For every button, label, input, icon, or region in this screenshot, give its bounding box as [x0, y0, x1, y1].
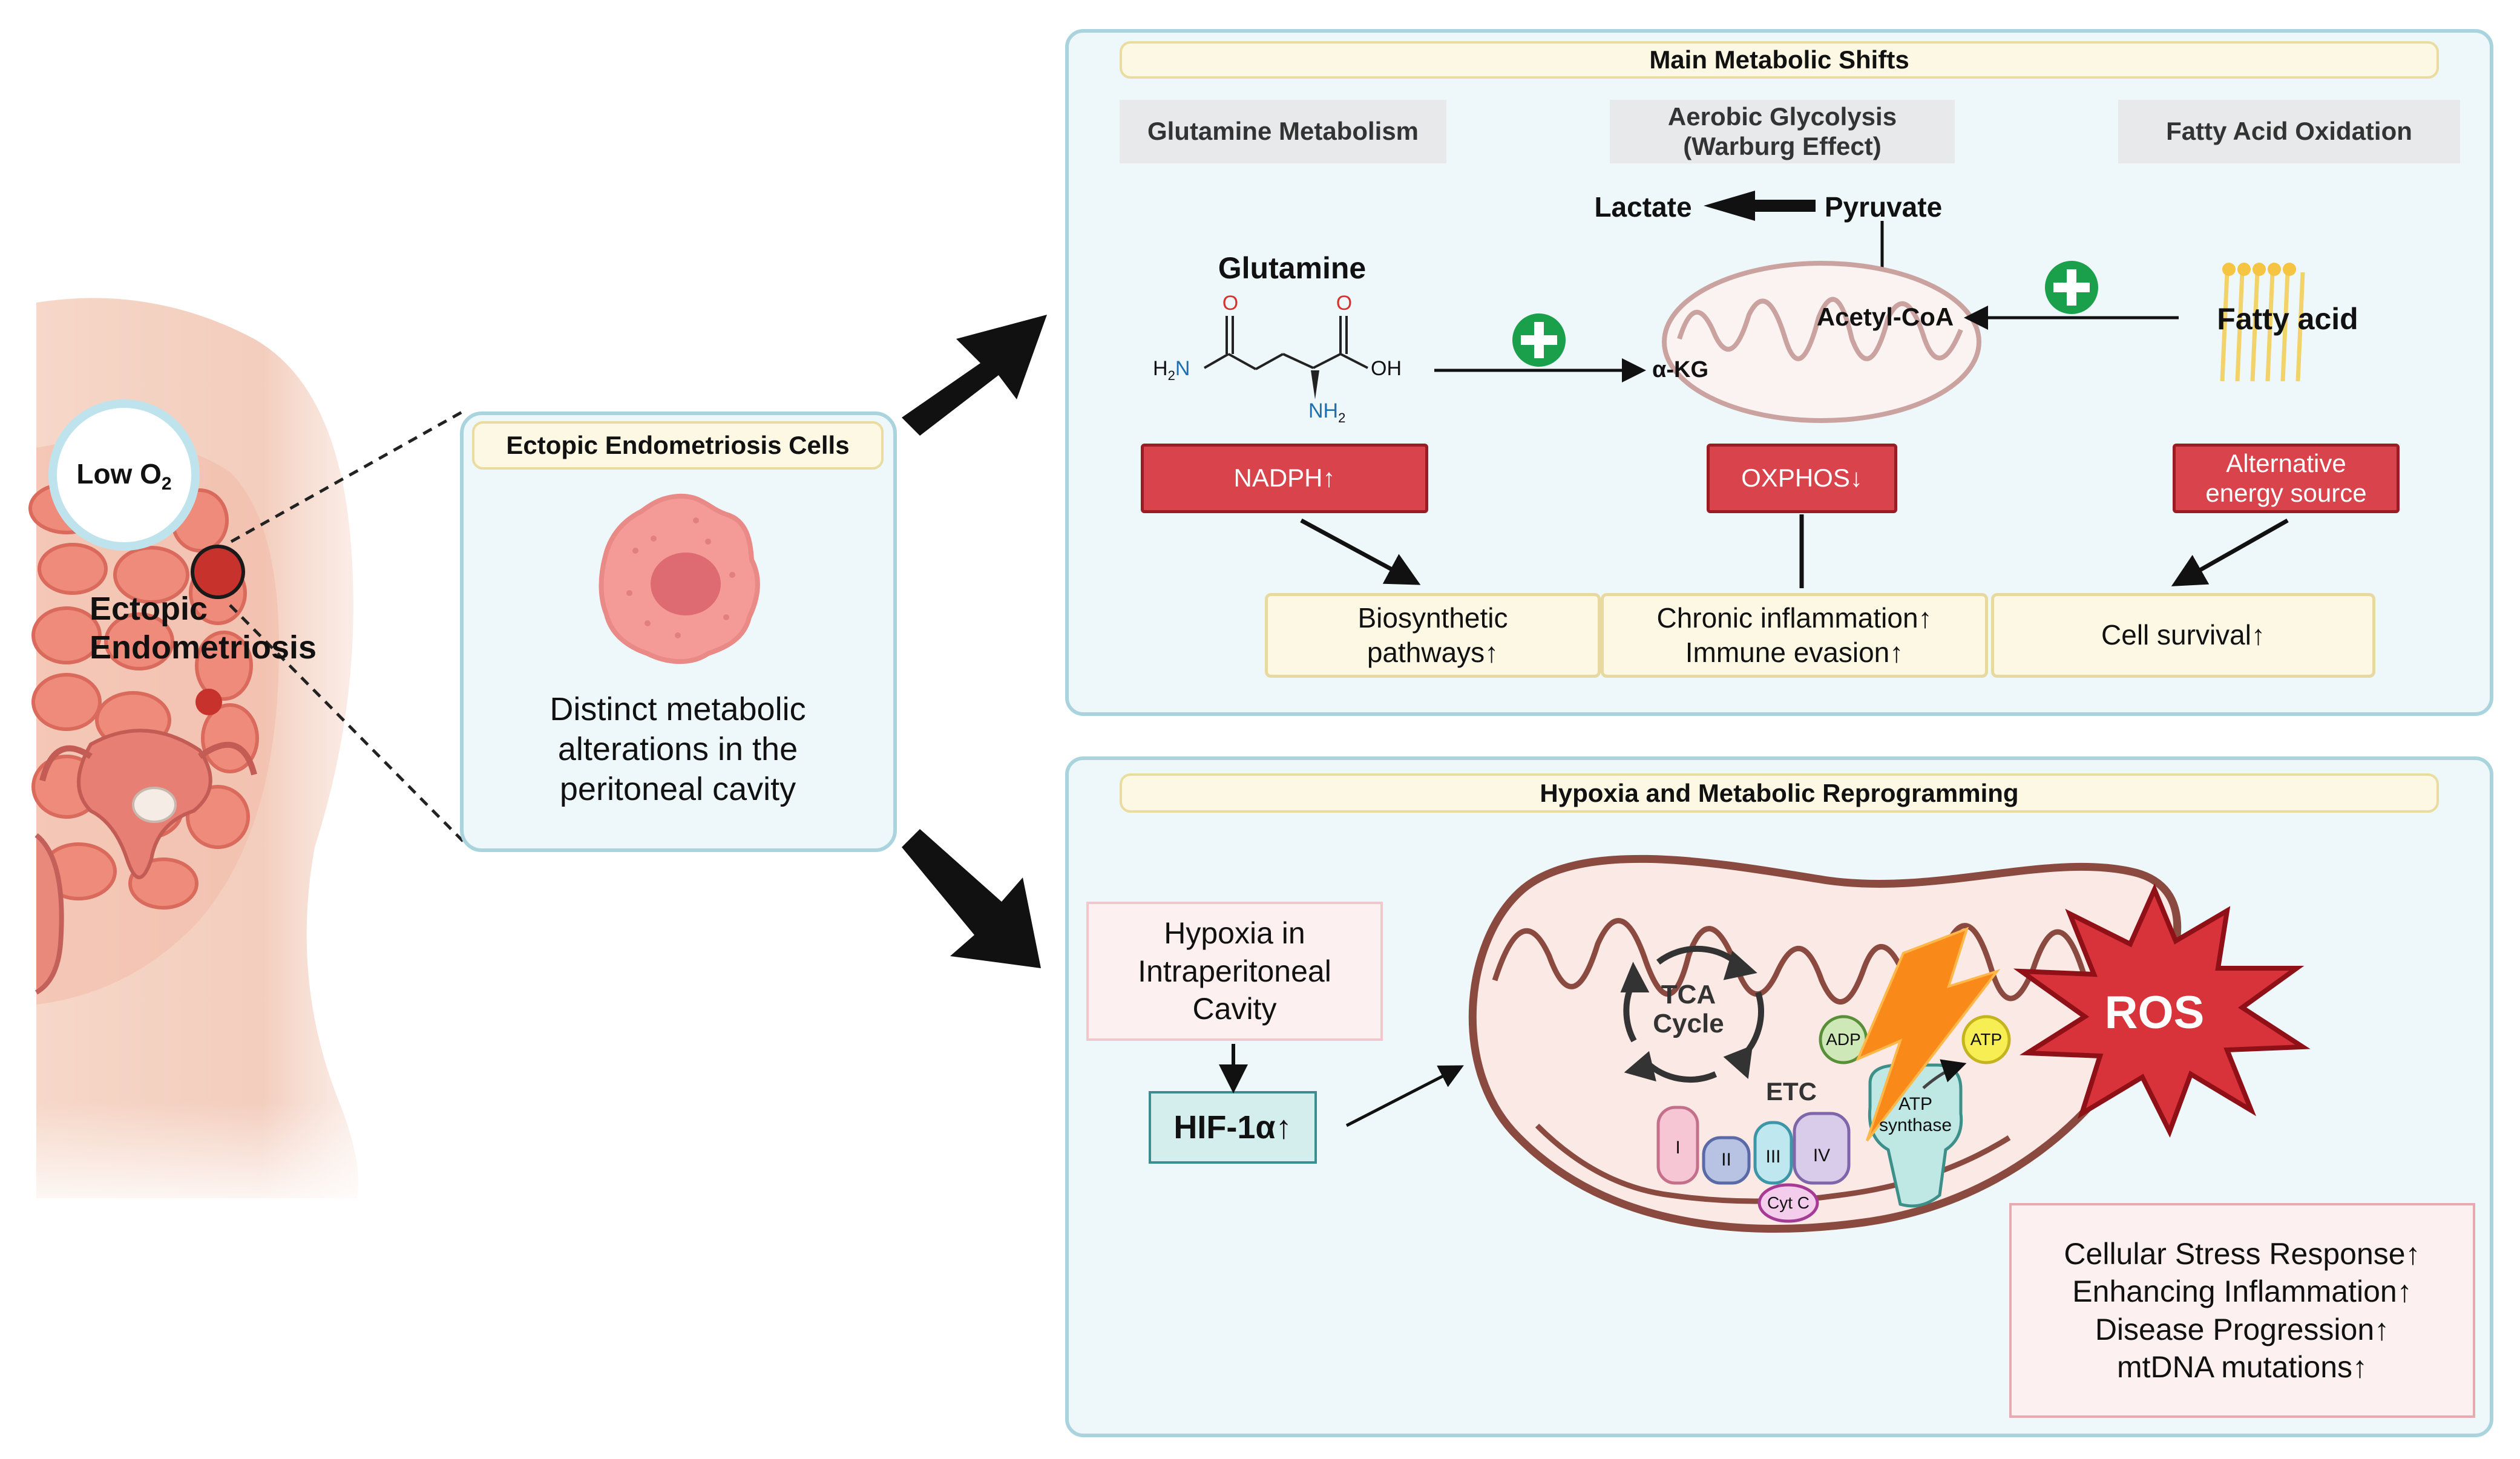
lesion-dot [195, 689, 222, 715]
atp-synthase-label: ATP synthase [1879, 1094, 1952, 1135]
biosynthetic-outcome-box: Biosynthetic pathways↑ [1265, 593, 1601, 678]
cyt-c-label: Cyt C [1767, 1193, 1810, 1212]
col-fatty-acid-header: Fatty Acid Oxidation [2118, 100, 2460, 163]
glutamine-oh: OH [1371, 357, 1402, 380]
tca-cycle-label: TCA Cycle [1653, 980, 1724, 1039]
mitochondrion-small-icon [1662, 261, 1981, 423]
metabolic-shifts-title: Main Metabolic Shifts [1120, 41, 2439, 79]
hypoxia-cavity-box: Hypoxia in Intraperitoneal Cavity [1086, 902, 1383, 1041]
lactate-label: Lactate [1594, 191, 1692, 223]
nadph-box: NADPH↑ [1141, 444, 1428, 513]
survival-outcome-box: Cell survival↑ [1991, 593, 2375, 678]
rectum-icon [34, 833, 64, 995]
hypoxia-panel-title: Hypoxia and Metabolic Reprogramming [1120, 773, 2439, 813]
atp-icon [1961, 1015, 2011, 1064]
etc-label: ETC [1766, 1077, 1817, 1106]
complex-2-label: II [1721, 1150, 1731, 1170]
glutamine-amide-n: H2N [1153, 357, 1190, 383]
ros-label: ROS [2104, 987, 2205, 1038]
arrow-to-shifts-icon [902, 315, 1047, 436]
lesion-circle-icon [191, 545, 245, 599]
glutamine-label: Glutamine [1218, 251, 1367, 285]
nadph-to-biosynthesis-arrow [1300, 518, 1421, 585]
ros-starburst-icon [2013, 883, 2311, 1138]
wedge-bond-icon [1311, 370, 1319, 399]
complex-4-label: IV [1813, 1146, 1831, 1166]
pyruvate-label: Pyruvate [1824, 191, 1943, 223]
glutamine-nh2: NH2 [1308, 399, 1346, 425]
cells-panel-description: Distinct metabolic alterations in the pe… [550, 691, 806, 807]
fatty-acid-lipid-icon [2220, 263, 2305, 382]
adp-to-atp-arrow [1922, 1059, 1967, 1089]
complex-3-label: III [1765, 1147, 1781, 1167]
alternative-energy-box: Alternative energy source [2173, 444, 2400, 513]
fatty-acid-label: Fatty acid [2217, 302, 2358, 336]
col-glycolysis-header: Aerobic Glycolysis (Warburg Effect) [1610, 100, 1955, 163]
cells-panel-title: Ectopic Endometriosis Cells [472, 421, 884, 470]
complex-1 [1656, 1106, 1699, 1185]
dashed-connector-bottom [229, 604, 464, 842]
uterus-icon [39, 729, 257, 879]
adp-label: ADP [1826, 1030, 1861, 1049]
plus-icon-glutamine [1512, 313, 1566, 367]
glutamine-o2: O [1336, 292, 1353, 315]
plus-icon-fatty-acid [2045, 261, 2098, 314]
low-o2-badge [48, 399, 200, 551]
lightning-bolt-icon [1856, 926, 2001, 1142]
low-o2-label: Low O2 [76, 458, 172, 494]
hif1a-box: HIF-1α↑ [1149, 1091, 1317, 1164]
oxphos-box: OXPHOS↓ [1707, 444, 1897, 513]
atp-label: ATP [1970, 1030, 2003, 1049]
hif-to-mitochondrion-arrow [1345, 1065, 1464, 1127]
complex-4 [1793, 1112, 1851, 1185]
cyt-c [1757, 1183, 1819, 1223]
acetyl-coa-label: Acetyl-CoA [1816, 303, 1954, 331]
effects-box: Cellular Stress Response↑ Enhancing Infl… [2009, 1203, 2475, 1418]
dashed-connector-top [230, 410, 464, 543]
glutamine-o1: O [1222, 292, 1239, 315]
akg-label: α-KG [1652, 357, 1709, 382]
glutamine-structure-icon [1204, 316, 1368, 370]
complex-3 [1753, 1121, 1793, 1185]
col-glutamine-header: Glutamine Metabolism [1120, 100, 1446, 163]
alt-to-survival-arrow [2171, 518, 2289, 586]
complex-1-label: I [1675, 1138, 1681, 1158]
endometriosis-cell-icon [599, 493, 760, 664]
pyruvate-to-lactate-arrow [1704, 191, 1816, 221]
arrow-to-hypoxia-icon [902, 829, 1041, 968]
ectopic-endometriosis-label: Ectopic Endometriosis [90, 591, 317, 666]
tca-cycle-icon [1620, 945, 1764, 1083]
inflammation-outcome-box: Chronic inflammation↑ Immune evasion↑ [1601, 593, 1988, 678]
complex-2 [1702, 1136, 1751, 1185]
